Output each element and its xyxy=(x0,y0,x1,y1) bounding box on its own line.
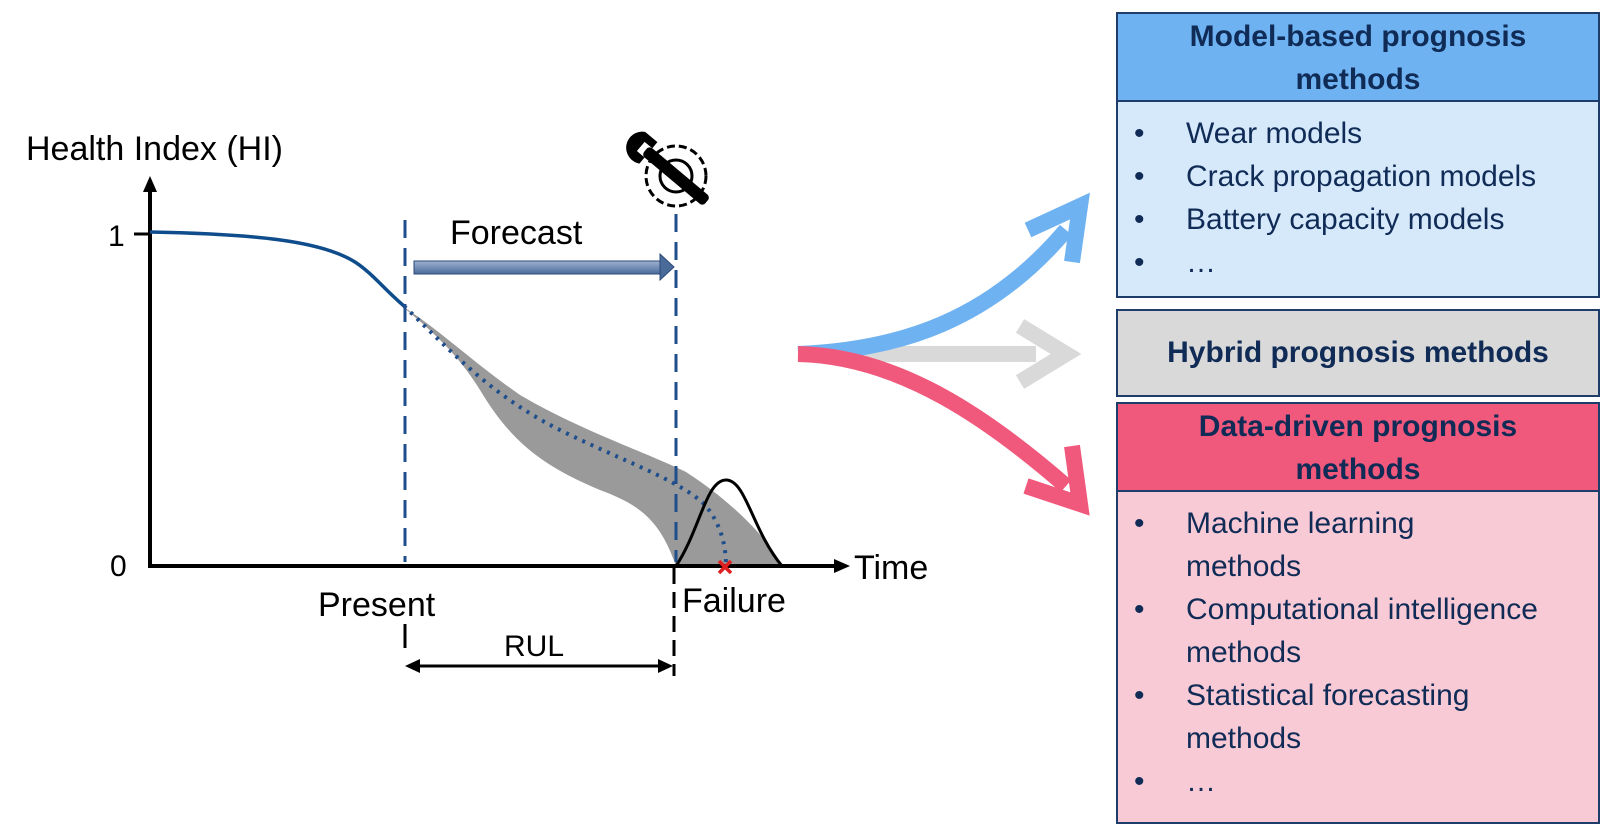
list-item: • Wear models xyxy=(1118,112,1598,155)
bullet-icon: • xyxy=(1134,117,1145,150)
data-driven-title: Data-driven prognosis methods xyxy=(1118,404,1598,492)
bullet-icon: • xyxy=(1134,765,1145,798)
bullet-icon: • xyxy=(1134,507,1145,540)
bullet-icon: • xyxy=(1134,160,1145,193)
y-axis-arrowhead xyxy=(143,176,157,192)
list-item: • Statistical forecasting methods xyxy=(1118,674,1598,760)
y-tick-label-0: 0 xyxy=(110,550,127,583)
list-item: • Crack propagation models xyxy=(1118,155,1598,198)
hybrid-panel: Hybrid prognosis methods xyxy=(1116,309,1600,397)
list-item-text: Statistical forecasting methods xyxy=(1186,679,1470,755)
forecast-arrowhead xyxy=(659,252,675,282)
list-item: •… xyxy=(1118,241,1598,284)
forecast-arrow-shaft xyxy=(413,260,663,275)
list-item: • Computational intelligence methods xyxy=(1118,588,1598,674)
hybrid-title: Hybrid prognosis methods xyxy=(1167,336,1549,369)
list-item-text: Battery capacity models xyxy=(1186,203,1505,236)
model-based-list: • Wear models • Crack propagation models •… xyxy=(1118,102,1598,296)
failure-distribution-curve xyxy=(674,478,784,567)
bullet-icon: • xyxy=(1134,679,1145,712)
bullet-icon: • xyxy=(1134,203,1145,236)
data-driven-arrowhead xyxy=(1023,444,1090,516)
forecast-dotted-curve xyxy=(402,304,728,567)
list-item: •… xyxy=(1118,760,1598,803)
list-item-text: Crack propagation models xyxy=(1186,160,1537,193)
list-item: • Machine learning methods xyxy=(1118,502,1598,588)
y-tick-label-1: 1 xyxy=(108,220,125,253)
data-driven-arrow xyxy=(797,346,1072,493)
list-item-text: Computational intelligence methods xyxy=(1186,593,1538,669)
rul-label: RUL xyxy=(504,630,564,663)
model-based-title: Model-based prognosis methods xyxy=(1118,14,1598,102)
bullet-icon: • xyxy=(1134,593,1145,626)
failure-marker xyxy=(717,559,733,575)
present-label: Present xyxy=(318,586,436,624)
list-item-text: … xyxy=(1186,765,1216,798)
failure-label: Failure xyxy=(682,582,786,620)
uncertainty-band xyxy=(402,306,782,566)
data-driven-panel: Data-driven prognosis methods • Machine l… xyxy=(1116,402,1600,824)
list-item-text: Wear models xyxy=(1186,117,1363,150)
x-axis-label: Time xyxy=(854,549,928,587)
y-axis-label: Health Index (HI) xyxy=(26,130,283,168)
list-item-text: Machine learning methods xyxy=(1186,507,1415,583)
hybrid-arrowhead xyxy=(1015,319,1082,389)
wrench-gear-icon xyxy=(626,131,709,208)
x-axis-arrowhead xyxy=(834,559,850,573)
data-driven-list: • Machine learning methods • Computational… xyxy=(1118,492,1598,822)
rul-arrowhead-right xyxy=(658,659,673,673)
rul-arrowhead-left xyxy=(405,659,420,673)
list-item: • Battery capacity models xyxy=(1118,198,1598,241)
health-index-curve xyxy=(149,230,406,308)
list-item-text: … xyxy=(1186,246,1216,279)
bullet-icon: • xyxy=(1134,246,1145,279)
cross-icon-stroke xyxy=(717,559,733,575)
model-based-title-text: Model-based prognosis methods xyxy=(1189,20,1527,96)
model-based-arrowhead xyxy=(1024,192,1090,264)
data-driven-title-text: Data-driven prognosis methods xyxy=(1198,410,1518,486)
forecast-label: Forecast xyxy=(450,214,583,252)
model-based-panel: Model-based prognosis methods • Wear mode… xyxy=(1116,12,1600,298)
